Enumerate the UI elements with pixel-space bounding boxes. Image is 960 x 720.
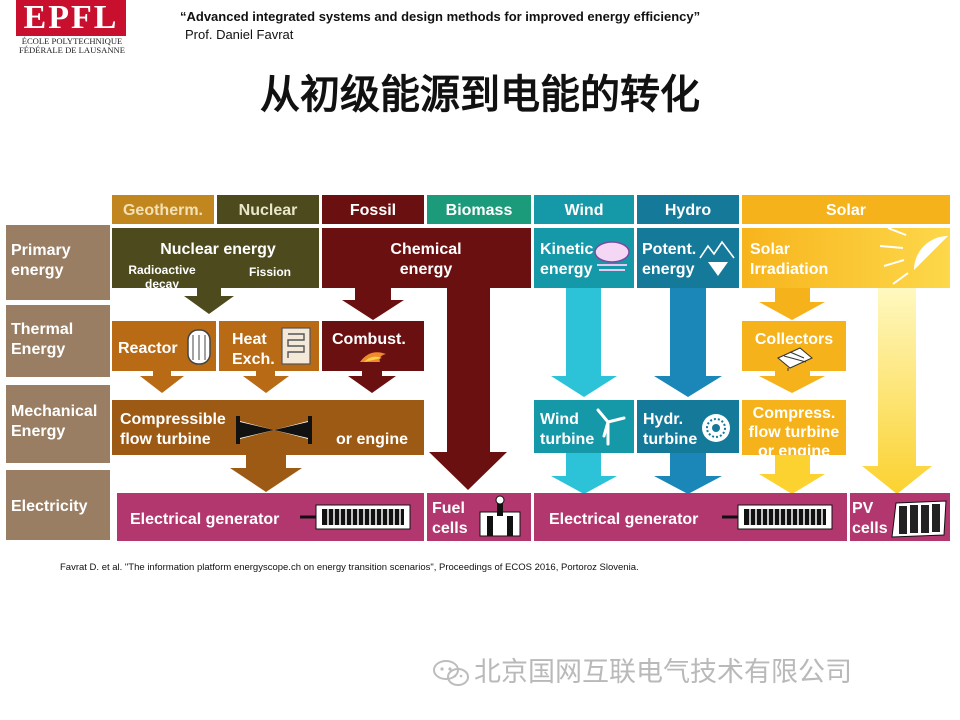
rotor-icon xyxy=(187,329,211,365)
arrow-fossil-down xyxy=(342,288,404,320)
sun-icon xyxy=(879,227,948,285)
arrow-chemical-to-fuelcells xyxy=(429,288,507,490)
row-bg-thermal xyxy=(6,305,110,377)
source-nuclear: Nuclear xyxy=(239,202,298,219)
heat-exchanger-icon xyxy=(281,327,311,365)
arrow-nuclear-down xyxy=(184,288,234,314)
solar-compress-box xyxy=(742,400,846,455)
arrow-hydro-down xyxy=(654,288,722,397)
generator-left-label: Electrical generator xyxy=(130,511,279,528)
fission-label: Fission xyxy=(249,265,291,279)
header-nuclear xyxy=(217,195,319,224)
source-wind: Wind xyxy=(565,202,604,219)
mountain-water-icon xyxy=(699,240,735,276)
row-bg-mechanical xyxy=(6,385,110,463)
header-hydro xyxy=(637,195,739,224)
pv-panel-icon xyxy=(891,500,947,538)
citation: Favrat D. et al. "The information platfo… xyxy=(60,562,639,573)
nuclear-energy-label: Nuclear energy xyxy=(160,241,276,258)
watermark-text: 北京国网互联电气技术有限公司 xyxy=(474,657,852,688)
arrow-collectors-down xyxy=(759,371,825,393)
header-fossil xyxy=(322,195,424,224)
row-label-electricity: Electricity xyxy=(11,498,88,515)
reactor-label: Reactor xyxy=(118,340,178,357)
arrow-hydro-gen xyxy=(654,453,722,494)
potential-energy-box xyxy=(637,228,739,288)
chemical-energy-box xyxy=(322,228,531,288)
arrow-wind-down xyxy=(551,288,617,397)
generator-icon xyxy=(300,504,411,530)
epfl-logo-line1: ÉCOLE POLYTECHNIQUE xyxy=(21,36,123,46)
flame-icon xyxy=(360,352,386,362)
fuel-cell-icon xyxy=(479,495,521,537)
nuclear-energy-box xyxy=(112,228,319,288)
header-geotherm xyxy=(112,195,214,224)
header-wind xyxy=(534,195,634,224)
arrow-mech-down xyxy=(230,455,302,492)
epfl-logo-mark: EPFL xyxy=(16,0,126,36)
collectors-label: Collectors xyxy=(755,331,833,348)
epfl-logo: EPFL ÉCOLE POLYTECHNIQUE FÉDÉRALE DE LAU… xyxy=(8,0,126,55)
source-biomass: Biomass xyxy=(446,202,513,219)
wind-turbine-box xyxy=(534,400,634,453)
combustion-box xyxy=(322,321,424,371)
solar-irradiation-box xyxy=(742,228,950,288)
arrow-heat-down xyxy=(243,371,289,393)
solar-collector-icon xyxy=(777,347,813,376)
row-bg-primary xyxy=(6,225,110,300)
hydro-turbine-icon xyxy=(702,414,730,442)
course-title: “Advanced integrated systems and design … xyxy=(180,9,701,24)
arrow-solar-down xyxy=(759,288,825,320)
row-bg-electricity xyxy=(6,470,110,540)
combustion-label: Combust. xyxy=(332,331,406,348)
turbine-icon xyxy=(236,416,312,444)
cloud-icon xyxy=(594,241,630,271)
source-header-text: Geotherm. Nuclear Fossil Biomass Wind Hy… xyxy=(123,202,866,219)
compressible-turbine-box xyxy=(112,400,424,455)
source-solar: Solar xyxy=(826,202,866,219)
wind-turbine-icon xyxy=(596,408,626,446)
source-geotherm: Geotherm. xyxy=(123,202,203,219)
source-hydro: Hydro xyxy=(665,202,711,219)
arrow-wind-gen xyxy=(551,453,617,494)
arrow-pv-down xyxy=(862,288,932,494)
arrow-reactor-down xyxy=(140,371,184,393)
source-fossil: Fossil xyxy=(350,202,396,219)
row-labels xyxy=(6,225,110,540)
wechat-icon xyxy=(433,660,469,686)
header-solar xyxy=(742,195,950,224)
source-headers xyxy=(112,195,950,224)
or-engine-label: or engine xyxy=(336,431,408,448)
hydro-turbine-label: Hydr.turbine xyxy=(643,411,697,448)
course-author: Prof. Daniel Favrat xyxy=(185,27,294,42)
page-title: 从初级能源到电能的转化 xyxy=(260,72,700,118)
arrow-combust-down xyxy=(348,371,396,393)
header-biomass xyxy=(427,195,531,224)
arrow-solar-gen xyxy=(759,455,825,494)
generator-right-label: Electrical generator xyxy=(549,511,698,528)
potential-energy-label: Potent.energy xyxy=(642,241,696,278)
epfl-logo-line2: FÉDÉRALE DE LAUSANNE xyxy=(19,45,125,55)
generator-icon xyxy=(722,504,833,530)
